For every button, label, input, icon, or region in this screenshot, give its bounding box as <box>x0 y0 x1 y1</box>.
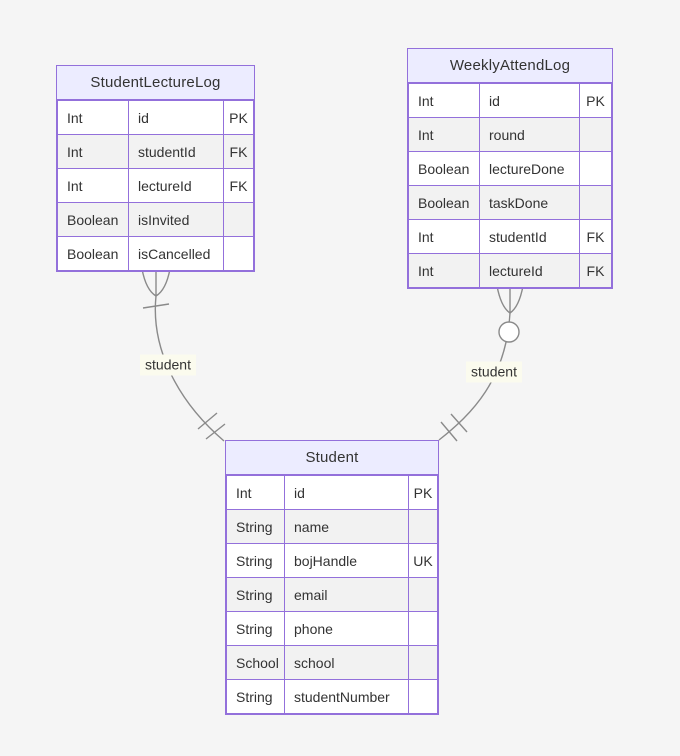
attribute-type: School <box>226 645 285 680</box>
attribute-key: PK <box>223 100 254 135</box>
attribute-name: round <box>479 117 580 152</box>
entity-student: Student Int id PK String name String boj… <box>225 440 439 715</box>
attribute-type: String <box>226 679 285 714</box>
attribute-name: id <box>284 475 409 510</box>
attribute-row: Boolean taskDone <box>408 185 612 220</box>
attribute-name: isCancelled <box>128 236 224 271</box>
relationship-label: student <box>140 354 196 376</box>
attribute-type: String <box>226 577 285 612</box>
attribute-key <box>408 577 438 612</box>
attribute-key <box>408 509 438 544</box>
attribute-key: FK <box>223 134 254 169</box>
attribute-row: Int id PK <box>57 100 254 135</box>
attribute-type: String <box>226 509 285 544</box>
attribute-type: Boolean <box>408 185 480 220</box>
attribute-type: Int <box>408 117 480 152</box>
attribute-key: UK <box>408 543 438 578</box>
attribute-row: Int studentId FK <box>408 219 612 254</box>
attribute-type: Int <box>408 253 480 288</box>
attribute-key <box>408 679 438 714</box>
attribute-type: Int <box>57 100 129 135</box>
attribute-key <box>579 117 612 152</box>
attribute-type: Int <box>408 219 480 254</box>
attribute-row: Int lectureId FK <box>57 168 254 203</box>
attribute-row: Int id PK <box>226 475 438 510</box>
attribute-name: studentId <box>128 134 224 169</box>
attribute-row: Int round <box>408 117 612 152</box>
attribute-key <box>579 151 612 186</box>
attribute-name: lectureDone <box>479 151 580 186</box>
attribute-table: Int id PK Int round Boolean lectureDone … <box>408 83 612 288</box>
zero-circle-icon <box>498 321 520 343</box>
attribute-row: Int lectureId FK <box>408 253 612 288</box>
one-bar-icon <box>142 303 170 309</box>
attribute-key <box>579 185 612 220</box>
attribute-name: studentNumber <box>284 679 409 714</box>
relationship-label: student <box>466 361 522 383</box>
attribute-name: isInvited <box>128 202 224 237</box>
attribute-type: String <box>226 543 285 578</box>
attribute-name: lectureId <box>128 168 224 203</box>
attribute-type: Boolean <box>408 151 480 186</box>
entity-weeklyattendlog: WeeklyAttendLog Int id PK Int round Bool… <box>407 48 613 289</box>
attribute-row: String bojHandle UK <box>226 543 438 578</box>
attribute-name: taskDone <box>479 185 580 220</box>
attribute-type: Int <box>57 168 129 203</box>
attribute-row: String phone <box>226 611 438 646</box>
attribute-row: String email <box>226 577 438 612</box>
attribute-name: school <box>284 645 409 680</box>
attribute-type: Int <box>226 475 285 510</box>
attribute-key <box>223 202 254 237</box>
attribute-type: Boolean <box>57 236 129 271</box>
attribute-name: id <box>128 100 224 135</box>
attribute-key <box>408 611 438 646</box>
attribute-row: String name <box>226 509 438 544</box>
attribute-key: FK <box>223 168 254 203</box>
attribute-key: FK <box>579 253 612 288</box>
attribute-row: String studentNumber <box>226 679 438 714</box>
attribute-type: Boolean <box>57 202 129 237</box>
attribute-type: String <box>226 611 285 646</box>
crow-foot-many-icon <box>496 285 524 314</box>
attribute-row: Boolean lectureDone <box>408 151 612 186</box>
entity-title: StudentLectureLog <box>57 66 254 100</box>
attribute-key: FK <box>579 219 612 254</box>
attribute-table: Int id PK Int studentId FK Int lectureId… <box>57 100 254 271</box>
exactly-one-ticks-icon <box>197 412 226 440</box>
attribute-name: lectureId <box>479 253 580 288</box>
crow-foot-many-icon <box>141 268 171 297</box>
attribute-name: name <box>284 509 409 544</box>
attribute-row: School school <box>226 645 438 680</box>
attribute-name: bojHandle <box>284 543 409 578</box>
attribute-type: Int <box>408 83 480 118</box>
exactly-one-ticks-icon <box>440 413 468 442</box>
attribute-table: Int id PK String name String bojHandle U… <box>226 475 438 714</box>
attribute-name: id <box>479 83 580 118</box>
attribute-row: Boolean isCancelled <box>57 236 254 271</box>
attribute-key <box>408 645 438 680</box>
attribute-name: phone <box>284 611 409 646</box>
attribute-name: studentId <box>479 219 580 254</box>
entity-studentlecturelog: StudentLectureLog Int id PK Int studentI… <box>56 65 255 272</box>
entity-title: Student <box>226 441 438 475</box>
attribute-key <box>223 236 254 271</box>
attribute-key: PK <box>579 83 612 118</box>
attribute-type: Int <box>57 134 129 169</box>
attribute-row: Int studentId FK <box>57 134 254 169</box>
attribute-row: Boolean isInvited <box>57 202 254 237</box>
attribute-name: email <box>284 577 409 612</box>
entity-title: WeeklyAttendLog <box>408 49 612 83</box>
attribute-key: PK <box>408 475 438 510</box>
attribute-row: Int id PK <box>408 83 612 118</box>
